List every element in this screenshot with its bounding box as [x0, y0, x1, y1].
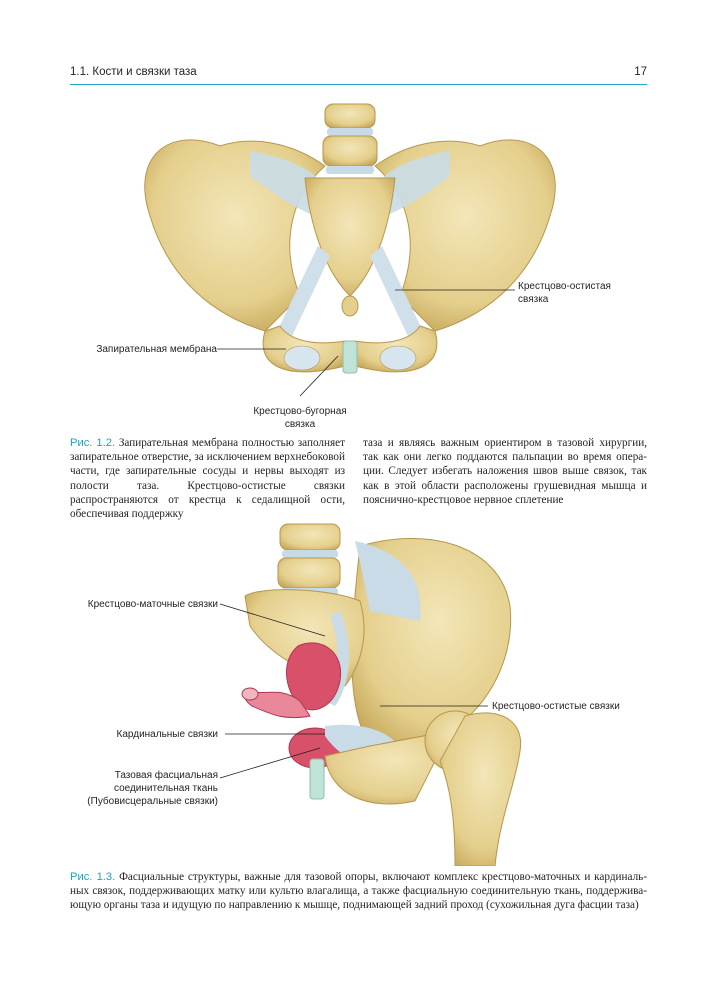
- caption-text: таза и являясь важным ориентиром в тазов…: [363, 437, 647, 506]
- pelvis-front-illustration: Крестцово-остистая связка Запирательная …: [96, 103, 611, 430]
- femur: [439, 712, 522, 866]
- caption-text: Запирательная мембрана полностью заполня…: [70, 437, 345, 521]
- label-sacrospinous-2: связка: [518, 294, 549, 305]
- uterus: [285, 642, 342, 711]
- figure-caption-1-3: Рис. 1.3. Фасциальные структуры, важные …: [70, 870, 647, 913]
- callout-sacrotuberous: [299, 355, 339, 397]
- callout-uterosacral: [219, 603, 326, 637]
- pubic-symphysis: [342, 340, 358, 374]
- label-uterosacral: Крестцово-маточные связки: [88, 599, 218, 610]
- pubis: [324, 730, 451, 805]
- pelvis-lateral-illustration: Крестцово-маточные связки Крестцово-ости…: [87, 523, 620, 866]
- intervertebral-disc: [326, 166, 374, 174]
- iliolumbar-ligament: [355, 541, 421, 621]
- vertebra: [277, 557, 341, 589]
- iliolumbar-ligament-left: [250, 151, 325, 216]
- running-header: 1.1. Кости и связки таза 17: [70, 66, 647, 84]
- figure-label: Рис. 1.2.: [70, 437, 116, 449]
- label-obturator: Запирательная мембрана: [96, 343, 217, 355]
- pubic-symphysis: [309, 758, 325, 800]
- ovary: [241, 687, 259, 701]
- sacrotuberous-ligament-left: [270, 246, 330, 351]
- section-title: 1.1. Кости и связки таза: [70, 66, 197, 78]
- label-fascia-1: Тазовая фасциальная: [115, 769, 218, 781]
- intervertebral-disc: [282, 550, 338, 558]
- figure-label: Рис. 1.3.: [70, 871, 116, 883]
- page-number: 17: [634, 66, 647, 78]
- callout-fascia: [219, 747, 321, 779]
- label-sacrotuberous-2: связка: [285, 419, 316, 430]
- label-fascia-2: соединительная ткань: [114, 783, 218, 794]
- label-sacrospinous-1: Крестцово-остистая: [518, 281, 611, 292]
- label-fascia-3: (Пубовисцеральные связки): [87, 795, 218, 807]
- label-cardinal: Кардинальные связки: [117, 729, 218, 740]
- header-rule: [70, 84, 647, 85]
- figure-caption-1-2-col2: таза и являясь важным ориентиром в тазов…: [363, 436, 647, 507]
- intervertebral-disc: [327, 128, 373, 136]
- figure-caption-1-2-col1: Рис. 1.2. Запирательная мембрана полност…: [70, 436, 345, 521]
- sacrotuberous-ligament-right: [370, 246, 430, 351]
- vertebra: [279, 523, 341, 551]
- iliolumbar-ligament-right: [375, 151, 450, 216]
- vertebra: [324, 103, 376, 129]
- caption-text: Фасциальные структуры, важные для тазово…: [70, 871, 647, 912]
- label-sacrospinous: Крестцово-остистые связки: [492, 701, 620, 712]
- vertebra: [322, 135, 378, 167]
- obturator-membrane-right: [379, 345, 417, 371]
- coccyx: [341, 295, 359, 317]
- label-sacrotuberous-1: Крестцово-бугорная: [253, 405, 346, 417]
- obturator-membrane-left: [283, 345, 321, 371]
